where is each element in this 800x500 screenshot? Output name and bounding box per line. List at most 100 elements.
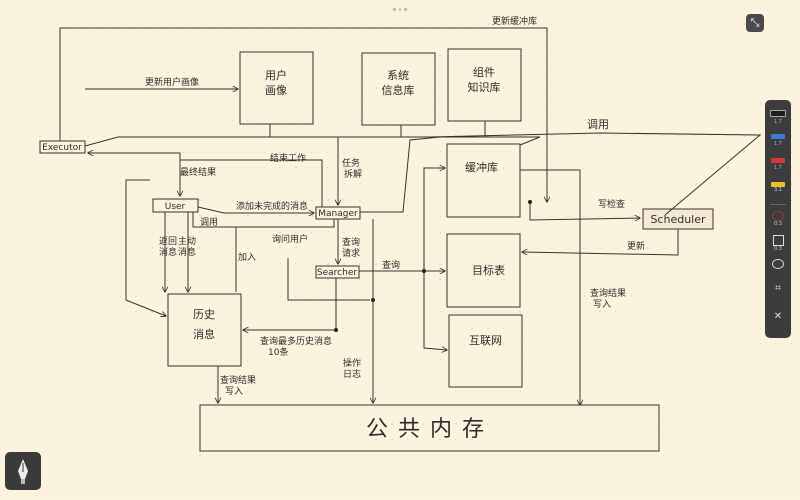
node-scheduler: Scheduler: [642, 208, 714, 230]
node-executor-label: Executor: [42, 143, 82, 153]
node-public-memory: 公共内存: [199, 404, 660, 452]
stroke-size-2: 0.3: [774, 246, 782, 252]
stroke-tool-1[interactable]: 0.3: [767, 207, 789, 231]
node-public-memory-label: 公共内存: [366, 417, 494, 442]
node-scheduler-label: Scheduler: [650, 213, 706, 226]
shape-icon: [772, 235, 784, 246]
pen-tool-dark[interactable]: 1.7: [767, 106, 789, 130]
edge-buffer-to-scheduler: [529, 202, 640, 220]
node-system-info-line2: 信息库: [382, 83, 415, 97]
pen-dark-size: 1.7: [774, 119, 782, 125]
node-manager-label: Manager: [318, 209, 358, 219]
node-goal-table-label: 目标表: [472, 263, 505, 277]
label-write-check: 写检查: [598, 198, 625, 210]
node-internet: 互联网: [448, 314, 523, 388]
node-component-kb-line1: 组件: [473, 65, 495, 79]
close-toolbar[interactable]: ✕: [767, 303, 789, 327]
node-goal-table: 目标表: [446, 233, 521, 308]
edge-manager-to-buffer: [360, 132, 762, 216]
close-icon: ✕: [773, 311, 783, 322]
edge-add-in: [235, 227, 370, 301]
node-internet-label: 互联网: [469, 334, 502, 347]
node-system-info-line1: 系统: [387, 69, 409, 82]
pen-selector-button[interactable]: [5, 452, 41, 490]
pen-red-size: 1.7: [774, 165, 782, 171]
node-buffer-label: 缓冲库: [465, 160, 498, 174]
label-add-in: 加入: [238, 252, 256, 263]
drag-handle[interactable]: [393, 8, 408, 12]
node-user: User: [152, 198, 199, 213]
label-return-msg-1: 返回: [159, 235, 177, 247]
node-user-profile-line1: 用户: [265, 68, 287, 82]
label-decompose-1: 任务: [342, 157, 360, 169]
crop-icon: ⌗: [775, 283, 781, 294]
pen-blue-icon: [771, 134, 785, 139]
edge-searcher-to-goal: [359, 168, 447, 350]
edge-user-history: [125, 179, 188, 316]
label-final-result: 最终结果: [180, 166, 216, 178]
pen-red-icon: [771, 158, 785, 163]
label-operation-log-1: 操作: [343, 357, 361, 369]
highlighter-tool-yellow[interactable]: 3.1: [767, 178, 789, 202]
highlighter-yellow-icon: [771, 182, 785, 187]
node-user-profile-line2: 画像: [265, 84, 287, 97]
collapse-icon[interactable]: ⤡: [746, 14, 764, 32]
node-executor: Executor: [39, 140, 86, 154]
node-manager: Manager: [315, 206, 361, 220]
label-update-user-profile: 更新用户画像: [145, 76, 199, 88]
node-user-profile: 用户 画像: [239, 51, 314, 125]
label-return-msg-2: 消息: [159, 246, 177, 258]
crop-tool[interactable]: ⌗: [767, 279, 789, 303]
label-end-work: 结束工作: [270, 152, 306, 164]
label-ask-user: 询问用户: [272, 233, 308, 245]
node-history-line2: 消息: [193, 327, 215, 341]
label-query-result-right-2: 写入: [593, 299, 611, 310]
node-buffer: 缓冲库: [446, 143, 521, 218]
node-searcher: Searcher: [315, 265, 360, 279]
pen-tool-red[interactable]: 1.7: [767, 154, 789, 178]
node-component-kb-line2: 知识库: [468, 80, 501, 94]
eraser-icon: [772, 211, 784, 221]
label-initial-msg-2: 消息: [178, 246, 196, 258]
node-component-kb: 组件 知识库: [447, 48, 522, 122]
label-query-request-1: 查询: [342, 236, 360, 248]
label-query: 查询: [382, 259, 400, 271]
edge-update-buffer: [59, 27, 547, 202]
edge-history-query: [243, 278, 337, 330]
node-system-info: 系统 信息库: [361, 52, 436, 126]
label-update: 更新: [627, 240, 645, 252]
stroke-tool-2[interactable]: 0.3: [767, 231, 789, 255]
label-query-result-right-1: 查询结果: [590, 287, 626, 299]
label-query-history-1: 查询最多历史消息: [260, 335, 332, 347]
label-operation-log-2: 日志: [343, 368, 361, 380]
fountain-pen-icon: [18, 459, 28, 484]
lasso-tool[interactable]: [767, 255, 789, 279]
edge-scheduler-update: [522, 229, 679, 256]
lasso-icon: [772, 259, 784, 269]
stroke-size-1: 0.3: [774, 221, 782, 227]
label-initial-msg-1: 主动: [178, 235, 196, 247]
label-update-buffer: 更新缓冲库: [492, 15, 537, 27]
label-decompose-2: 拆解: [344, 168, 362, 180]
node-searcher-label: Searcher: [317, 268, 357, 278]
label-query-history-2: 10条: [268, 346, 288, 358]
label-call-left: 调用: [200, 217, 218, 228]
label-query-result-2: 写入: [225, 386, 243, 397]
drawing-toolbar: 1.7 1.7 1.7 3.1 0.3 0.3 ⌗ ✕: [765, 100, 791, 338]
label-query-result-1: 查询结果: [220, 374, 256, 386]
node-user-label: User: [165, 202, 186, 212]
pen-blue-size: 1.7: [774, 141, 782, 147]
edge-user-manager: [192, 206, 335, 228]
node-history-line1: 历史: [193, 308, 215, 321]
edge-right-write: [520, 169, 580, 405]
label-call-top: 调用: [587, 118, 609, 131]
node-history: 历史 消息: [167, 293, 242, 367]
highlighter-size: 3.1: [774, 187, 782, 193]
edge-dots: [334, 200, 532, 332]
label-add-unfinished-msg: 添加未完成的消息: [236, 200, 308, 212]
label-query-request-2: 请求: [342, 247, 360, 259]
pen-tool-blue[interactable]: 1.7: [767, 130, 789, 154]
toolbar-divider: [770, 204, 786, 205]
pen-dark-icon: [770, 110, 786, 117]
